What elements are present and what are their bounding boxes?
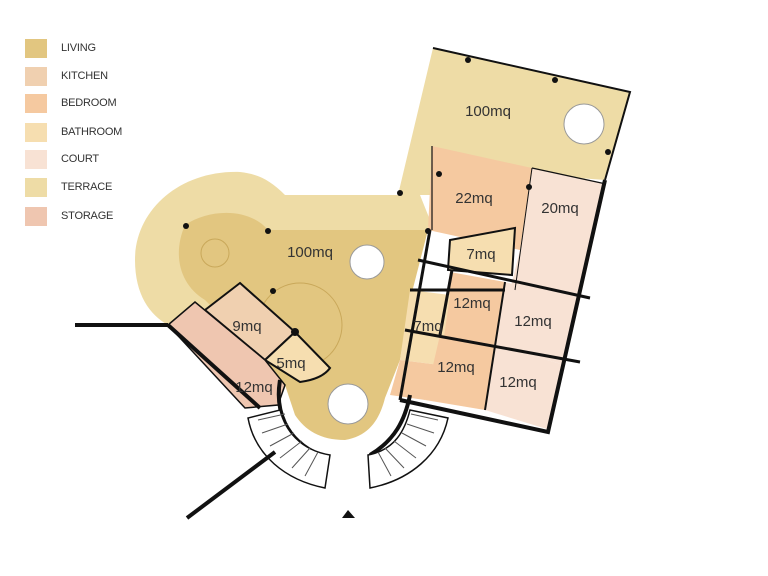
label-bedroom-b: 12mq [453,295,491,312]
legend-item-bedroom: BEDROOM [25,93,117,113]
court-b-room [495,282,580,365]
entrance-right-wall [368,394,412,457]
label-court-b: 12mq [514,313,552,330]
legend-swatch-storage [25,206,47,226]
wall-right-9 [531,167,607,185]
label-court-c: 12mq [499,374,537,391]
entrance-arrow-icon [342,510,355,518]
legend-label-bathroom: BATHROOM [61,126,123,138]
site-line-lower [185,450,277,520]
legend-swatch-court [25,149,47,169]
legend-swatch-living [25,38,47,58]
wall-right-4 [398,229,432,401]
dining-table-mark [200,238,230,268]
label-kitchen: 9mq [232,318,261,335]
terrace-top-area [398,48,630,195]
court-c-room [485,345,565,430]
court-large-room [510,168,606,300]
entrance-round-void [327,383,369,425]
living-round-void [349,244,385,280]
stairs-right-treads [377,413,439,477]
wall-right-5 [438,269,454,336]
legend-label-court: COURT [61,153,99,165]
terrace-top-wall [432,47,632,181]
legend-swatch-terrace [25,177,47,197]
storage-large-room [166,301,286,409]
legend-swatch-kitchen [25,66,47,86]
label-court-large: 20mq [541,200,579,217]
wall-right-3 [404,328,581,364]
label-bath-b: 7mq [413,318,442,335]
legend-item-storage: STORAGE [25,206,113,226]
label-terrace-top: 100mq [465,103,511,120]
bedroom-master-room [428,146,532,250]
structural-columns [183,57,611,336]
legend-item-terrace: TERRACE [25,177,112,197]
stairs-right [367,409,449,489]
legend-label-terrace: TERRACE [61,181,113,193]
legend-label-kitchen: KITCHEN [61,70,108,82]
bedroom-c-room [425,335,495,410]
legend-label-living: LIVING [61,42,96,54]
legend-item-kitchen: KITCHEN [25,66,108,86]
stairs-left-treads [257,413,319,477]
legend-item-bathroom: BATHROOM [25,122,122,142]
label-bedroom-c: 12mq [437,359,475,376]
label-bath-small: 7mq [466,246,495,263]
label-storage-large: 12mq [235,379,273,396]
legend-item-court: COURT [25,149,99,169]
label-bedroom-master: 22mq [455,190,493,207]
wall-right-6 [484,281,506,411]
label-living: 100mq [287,244,333,261]
right-wing-outer-wall [399,179,607,435]
legend-item-living: LIVING [25,38,96,58]
legend-swatch-bathroom [25,122,47,142]
wall-right-1 [417,258,591,300]
legend-label-bedroom: BEDROOM [61,97,117,109]
storage-small-room [263,330,332,384]
legend-swatch-bedroom [25,93,47,113]
terrace-round-feature [563,103,605,145]
site-line-diagonal [166,323,262,410]
label-storage-small: 5mq [276,355,305,372]
bath-small-room [446,226,517,277]
legend-label-storage: STORAGE [61,210,114,222]
